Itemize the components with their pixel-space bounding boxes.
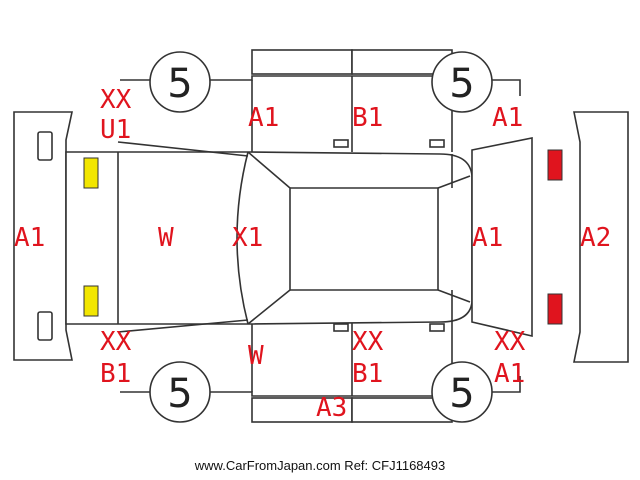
mark-top-left-u1: U1 [100, 115, 131, 145]
tire-rear-left-value: 5 [167, 371, 192, 417]
front-fog-light-top [37, 131, 53, 161]
mark-bottom-right-xx: XX [494, 327, 526, 357]
mark-top-left-xx: XX [100, 85, 132, 115]
mirror-line-top [117, 141, 249, 157]
taillight-top [547, 149, 563, 181]
mark-bottom-left-xx: XX [100, 327, 132, 357]
mark-top-right-door: B1 [352, 103, 383, 133]
mark-bottom-left-w: W [248, 341, 264, 371]
mark-bottom-right-a1: A1 [494, 359, 525, 389]
mark-rear-window: A1 [472, 223, 503, 253]
mark-front-bumper: A1 [14, 223, 45, 253]
rear-window-frame [437, 154, 471, 322]
mark-hood: W [158, 223, 174, 253]
front-bumper [13, 111, 73, 361]
front-fog-light-bottom [37, 311, 53, 341]
tail-gate [471, 137, 533, 338]
car-body [65, 151, 473, 325]
roof [290, 187, 439, 291]
mark-top-right-corner: A1 [492, 103, 523, 133]
lower-rear-door-handle [429, 323, 445, 332]
tire-front-right [431, 51, 493, 113]
mark-windshield: X1 [232, 223, 263, 253]
tire-rear-left [149, 361, 211, 423]
windshield [236, 151, 291, 325]
mark-bottom-left-b1: B1 [100, 359, 131, 389]
headlight-bottom [83, 285, 99, 317]
upper-rear-door-handle [429, 139, 445, 148]
reference-footer: www.CarFromJapan.com Ref: CFJ1168493 [194, 458, 445, 473]
mark-bottom-mid-b1: B1 [352, 359, 383, 389]
tire-rear-right-value: 5 [449, 371, 474, 417]
mark-rear-bumper: A2 [580, 223, 611, 253]
tire-rear-right [431, 361, 493, 423]
mirror-line-bottom [117, 319, 249, 333]
tire-front-left-value: 5 [167, 61, 192, 107]
lower-front-door-handle [333, 323, 349, 332]
bottom-side-panel-front [251, 397, 353, 423]
tire-front-right-value: 5 [449, 61, 474, 107]
rear-bumper [573, 111, 629, 363]
headlight-top [83, 157, 99, 189]
mark-bottom-sill: A3 [316, 393, 347, 423]
mark-bottom-mid-xx: XX [352, 327, 384, 357]
tire-front-left [149, 51, 211, 113]
taillight-bottom [547, 293, 563, 325]
upper-front-door-handle [333, 139, 349, 148]
mark-top-left-door: A1 [248, 103, 279, 133]
top-side-panel-front [251, 49, 353, 75]
